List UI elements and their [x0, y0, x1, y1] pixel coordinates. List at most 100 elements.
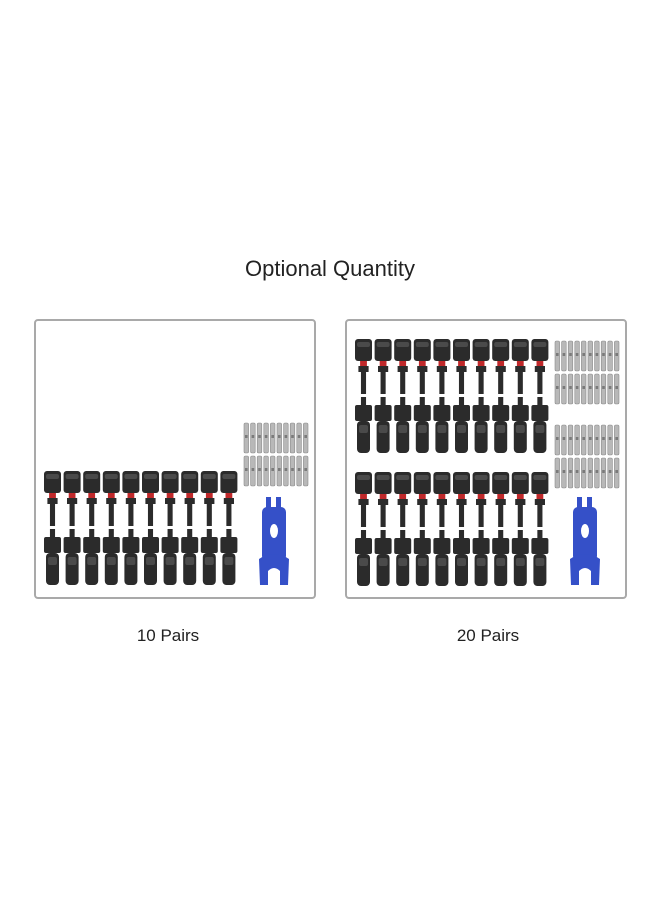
- crimp-pin-icon: [283, 422, 289, 454]
- mc4-connector-icon-female: [374, 530, 392, 586]
- mc4-connector-icon-male: [142, 471, 159, 526]
- option-card-10-pairs[interactable]: [34, 319, 316, 599]
- crimp-pin-icon: [594, 340, 600, 372]
- option-card-20-pairs[interactable]: [345, 319, 627, 599]
- mc4-connector-icon-female: [531, 397, 549, 453]
- mc4-connector-icon-female: [355, 397, 372, 453]
- crimp-pin-icon: [614, 424, 620, 456]
- mc4-connector-icon-female: [181, 529, 199, 585]
- mc4-connector-icon-female: [472, 397, 490, 453]
- crimp-pin-icon: [574, 457, 580, 489]
- crimp-pin-icon: [554, 424, 560, 456]
- mc4-connector-icon-female: [63, 529, 81, 585]
- crimp-pin-icon: [581, 457, 587, 489]
- crimp-pin-icon: [600, 424, 607, 456]
- crimp-pin-icon: [554, 373, 560, 405]
- crimp-pin-icon: [243, 422, 249, 454]
- crimp-pin-icon: [561, 373, 567, 405]
- mc4-connector-icon-female: [220, 529, 238, 585]
- mc4-connector-icon-female: [492, 530, 510, 586]
- mc4-connector-icon-male: [472, 339, 490, 394]
- crimp-pin-icon: [256, 422, 263, 454]
- crimp-pin-icon: [270, 455, 276, 487]
- crimp-pin-icon: [561, 424, 567, 456]
- mc4-connector-icon-male: [531, 339, 549, 394]
- crimp-pin-icon: [587, 457, 593, 489]
- mc4-connector-icon-male: [394, 339, 412, 394]
- mc4-connector-icon-female: [531, 530, 549, 586]
- crimp-pin-icon: [256, 455, 263, 487]
- crimp-pin-icon: [607, 457, 613, 489]
- crimp-pin-icon: [283, 455, 289, 487]
- mc4-connector-icon-female: [122, 529, 140, 585]
- crimp-pin-icon: [303, 422, 309, 454]
- crimp-pin-icon: [600, 340, 607, 372]
- crimp-pin-icon: [303, 455, 309, 487]
- mc4-connector-icon-female: [492, 397, 510, 453]
- crimp-pin-icon: [243, 455, 249, 487]
- crimp-pin-icon: [289, 422, 296, 454]
- crimp-pin-icon: [594, 457, 600, 489]
- mc4-connector-icon-male: [394, 472, 412, 527]
- crimp-pin-icon: [614, 457, 620, 489]
- mc4-connector-icon-female: [413, 397, 431, 453]
- crimp-pin-icon: [270, 422, 276, 454]
- crimp-pin-icon: [250, 422, 256, 454]
- mc4-connector-icon-male: [83, 471, 101, 526]
- mc4-connector-icon-male: [413, 339, 431, 394]
- crimp-pin-icon: [567, 457, 574, 489]
- mc4-connector-icon-female: [142, 529, 159, 585]
- mc4-connector-icon-female: [511, 397, 529, 453]
- crimp-pin-icon: [554, 457, 560, 489]
- mc4-connector-icon-male: [453, 472, 470, 527]
- crimp-pin-icon: [587, 340, 593, 372]
- mc4-connector-icon-male: [374, 339, 392, 394]
- page-title: Optional Quantity: [245, 256, 415, 281]
- option-label-20-pairs[interactable]: 20 Pairs: [456, 626, 520, 645]
- mc4-connector-icon-female: [355, 530, 372, 586]
- mc4-connector-icon-female: [453, 397, 470, 453]
- mc4-connector-icon-female: [200, 529, 218, 585]
- crimp-pin-icon: [600, 373, 607, 405]
- mc4-connector-icon-female: [433, 397, 451, 453]
- mc4-connector-icon-male: [44, 471, 61, 526]
- mc4-connector-icon-male: [453, 339, 470, 394]
- mc4-connector-icon-male: [433, 339, 451, 394]
- option-label-10-pairs[interactable]: 10 Pairs: [136, 626, 200, 645]
- mc4-connector-icon-female: [453, 530, 470, 586]
- mc4-connector-icon-female: [394, 530, 412, 586]
- mc4-connector-icon-male: [122, 471, 140, 526]
- mc4-connector-icon-male: [161, 471, 179, 526]
- mc4-connector-icon-male: [374, 472, 392, 527]
- crimp-pin-icon: [581, 424, 587, 456]
- crimp-pin-icon: [574, 373, 580, 405]
- crimp-pin-icon: [607, 373, 613, 405]
- mc4-connector-icon-female: [102, 529, 120, 585]
- crimp-pin-icon: [594, 373, 600, 405]
- mc4-connector-icon-male: [220, 471, 238, 526]
- crimp-pin-icon: [614, 373, 620, 405]
- crimp-pin-icon: [250, 455, 256, 487]
- mc4-connector-icon-male: [433, 472, 451, 527]
- mc4-connector-icon-male: [472, 472, 490, 527]
- mc4-connector-icon-male: [355, 339, 372, 394]
- mc4-connector-icon-female: [83, 529, 101, 585]
- crimp-pin-icon: [263, 455, 269, 487]
- crimp-pin-icon: [276, 422, 282, 454]
- mc4-connector-icon-female: [394, 397, 412, 453]
- spanner-wrench-icon: [570, 497, 600, 585]
- mc4-connector-icon-male: [511, 472, 529, 527]
- crimp-pin-icon: [567, 340, 574, 372]
- crimp-pin-icon: [614, 340, 620, 372]
- crimp-pin-icon: [587, 424, 593, 456]
- crimp-pin-icon: [554, 340, 560, 372]
- crimp-pin-icon: [296, 455, 302, 487]
- crimp-pin-icon: [561, 457, 567, 489]
- mc4-connector-icon-male: [492, 472, 510, 527]
- mc4-connector-icon-male: [413, 472, 431, 527]
- crimp-pin-icon: [276, 455, 282, 487]
- crimp-pin-icon: [587, 373, 593, 405]
- mc4-connector-icon-female: [433, 530, 451, 586]
- mc4-connector-icon-male: [102, 471, 120, 526]
- mc4-connector-icon-female: [472, 530, 490, 586]
